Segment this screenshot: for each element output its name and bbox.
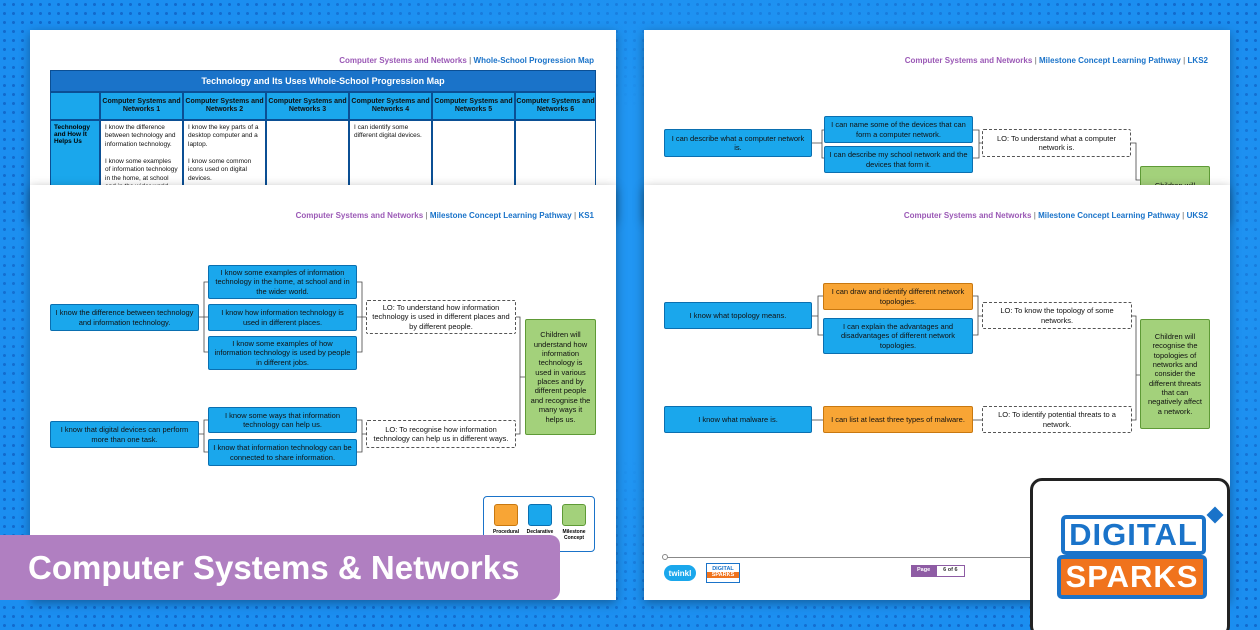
concept-box-declarative: I know that information technology can b… <box>208 439 357 466</box>
header-subject: Computer Systems and Networks <box>904 56 1033 65</box>
concept-box-procedural: I can list at least three types of malwa… <box>823 406 973 433</box>
twinkl-logo: twinkl <box>664 565 696 581</box>
concept-box-declarative: I can explain the advantages and disadva… <box>823 318 973 354</box>
sheet-header: Computer Systems and Networks | Mileston… <box>904 211 1208 220</box>
column-header: Computer Systems and Networks 6 <box>515 92 596 120</box>
logo-digital-text: DIGITAL <box>1061 515 1206 555</box>
digital-sparks-mini-logo: DIGITAL SPARKS <box>706 563 740 583</box>
column-header: Computer Systems and Networks 2 <box>183 92 266 120</box>
learning-objective: LO: To understand what a computer networ… <box>982 129 1131 157</box>
concept-box-declarative: I can describe what a computer network i… <box>664 129 812 157</box>
sheet-header: Computer Systems and Networks | Mileston… <box>905 56 1208 65</box>
logo-sparks-text: SPARKS <box>1057 555 1207 599</box>
column-header: Computer Systems and Networks 1 <box>100 92 183 120</box>
legend-label: Procedural <box>492 529 520 535</box>
table-cell: I know the key parts of a desktop comput… <box>183 120 266 200</box>
page-number: 6 of 6 <box>936 565 965 577</box>
header-subject: Computer Systems and Networks <box>295 211 424 220</box>
page-label: Page <box>911 565 937 577</box>
sheet-header: Computer Systems and Networks | Whole-Sc… <box>339 56 594 65</box>
mini-logo-top: DIGITAL <box>712 566 734 572</box>
header-separator: | <box>425 211 428 220</box>
concept-box-declarative: I know some examples of how information … <box>208 336 357 370</box>
header-separator: | <box>573 211 577 220</box>
milestone-box: Children will understand how information… <box>525 319 596 435</box>
learning-objective: LO: To know the topology of some network… <box>982 302 1132 329</box>
column-header: Computer Systems and Networks 3 <box>266 92 349 120</box>
concept-box-declarative: I know what topology means. <box>664 302 812 329</box>
header-subject: Computer Systems and Networks <box>903 211 1032 220</box>
sparkle-icon <box>1206 506 1224 524</box>
header-key-stage: LKS2 <box>1187 56 1208 65</box>
concept-box-declarative: I can describe my school network and the… <box>824 146 973 173</box>
milestone-box: Children will recognise the topologies o… <box>1140 319 1210 429</box>
concept-box-procedural: I can draw and identify different networ… <box>823 283 973 310</box>
concept-box-declarative: I know the difference between technology… <box>50 304 199 331</box>
header-separator: | <box>1182 211 1185 220</box>
header-separator: | <box>1183 56 1186 65</box>
learning-objective: LO: To understand how information techno… <box>366 300 516 334</box>
sheet-header: Computer Systems and Networks | Mileston… <box>296 211 594 220</box>
footer-rule-end <box>662 554 668 560</box>
concept-box-declarative: I can name some of the devices that can … <box>824 116 973 143</box>
footer-rule <box>664 557 1034 558</box>
concept-box-declarative: I know that digital devices can perform … <box>50 421 199 448</box>
header-key-stage: UKS2 <box>1186 211 1208 220</box>
mini-logo-bottom: SPARKS <box>707 572 739 579</box>
page-indicator: Page 6 of 6 <box>911 565 965 577</box>
column-header: Computer Systems and Networks 4 <box>349 92 432 120</box>
column-header: Computer Systems and Networks 5 <box>432 92 515 120</box>
header-doc-type: Milestone Concept Learning Pathway <box>429 211 572 220</box>
legend-label: Milestone Concept <box>562 529 586 541</box>
product-title-banner: Computer Systems & Networks <box>0 535 560 600</box>
header-subject: Computer Systems and Networks <box>339 56 467 65</box>
header-separator: | <box>469 56 472 65</box>
header-separator: | <box>1033 211 1036 220</box>
header-doc-type: Milestone Concept Learning Pathway <box>1038 211 1180 220</box>
table-corner <box>50 92 100 120</box>
legend-label: Declarative <box>526 529 554 535</box>
digital-sparks-logo-card: DIGITAL SPARKS <box>1030 478 1230 630</box>
header-separator: | <box>1034 56 1037 65</box>
legend-swatch-milestone <box>562 504 586 526</box>
concept-box-declarative: I know some ways that information techno… <box>208 407 357 433</box>
header-key-stage: KS1 <box>578 211 594 220</box>
header-doc-type: Milestone Concept Learning Pathway <box>1039 56 1181 65</box>
concept-box-declarative: I know some examples of information tech… <box>208 265 357 299</box>
legend-swatch-procedural <box>494 504 518 526</box>
concept-box-declarative: I know how information technology is use… <box>208 304 357 331</box>
learning-objective: LO: To identify potential threats to a n… <box>982 406 1132 433</box>
header-doc-type: Whole-School Progression Map <box>473 56 594 65</box>
learning-objective: LO: To recognise how information technol… <box>366 420 516 448</box>
table-title: Technology and Its Uses Whole-School Pro… <box>50 70 596 92</box>
legend-swatch-declarative <box>528 504 552 526</box>
sheet-ks1-pathway: Computer Systems and Networks | Mileston… <box>30 185 616 600</box>
concept-box-declarative: I know what malware is. <box>664 406 812 433</box>
